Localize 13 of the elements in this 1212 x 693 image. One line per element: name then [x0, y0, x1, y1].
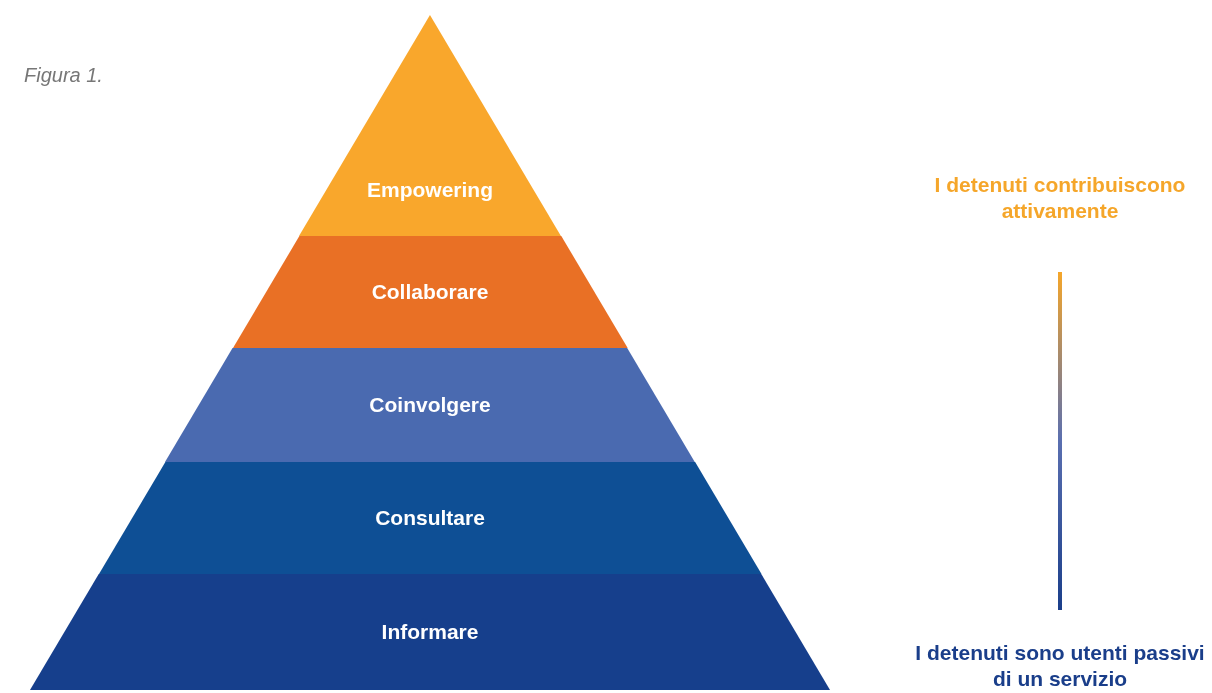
layer-label: Coinvolgere — [368, 392, 492, 418]
layer-label: Collaborare — [370, 279, 490, 305]
figure-caption: Figura 1. — [24, 64, 103, 87]
pyramid-layer — [232, 236, 628, 348]
layer-label: Informare — [380, 619, 480, 645]
pyramid-layer — [30, 574, 830, 690]
pyramid-layer — [165, 348, 695, 462]
scale-end-label: I detenuti contribuiscono attivamente — [933, 172, 1187, 224]
pyramid-layer — [98, 462, 762, 574]
scale-end-label: I detenuti sono utenti passivi di un servizio — [914, 640, 1206, 692]
pyramid-layer — [299, 15, 561, 236]
layer-label: Empowering — [366, 177, 494, 203]
layer-label: Consultare — [374, 505, 486, 531]
